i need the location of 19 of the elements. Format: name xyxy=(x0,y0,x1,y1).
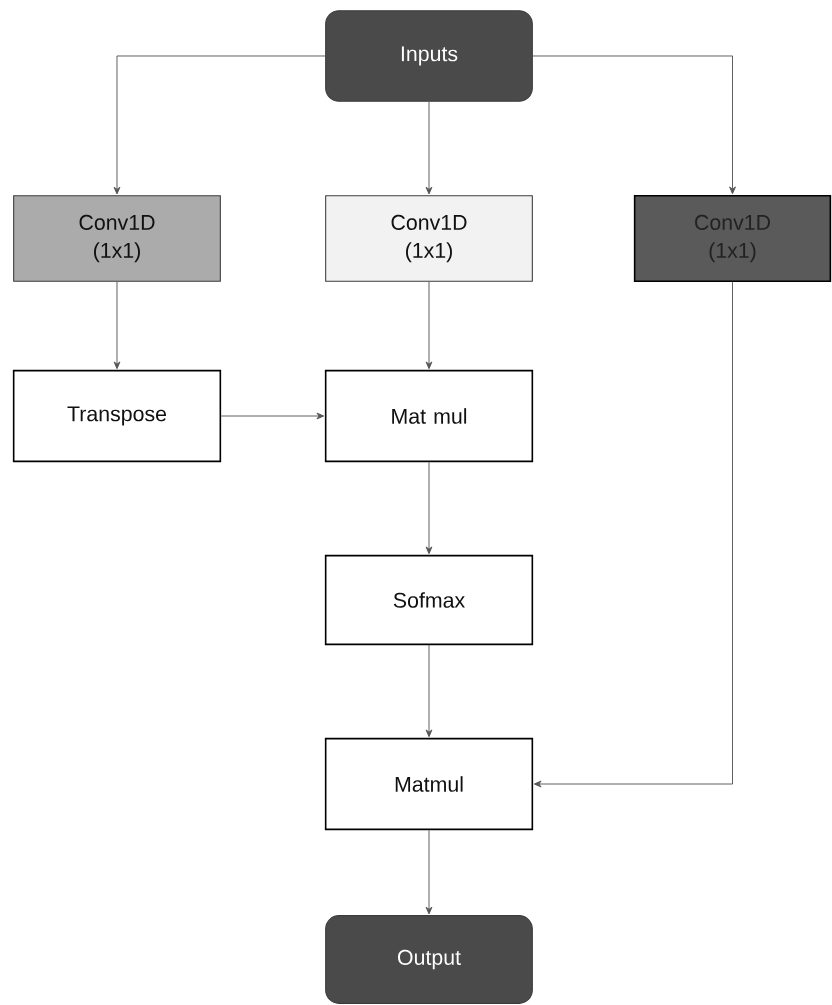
arrow xyxy=(220,412,325,420)
conv-box: Conv1D (1x1) xyxy=(13,195,221,282)
arrow xyxy=(425,101,433,195)
input-box: Inputs xyxy=(325,10,533,102)
process-box: Mat mul xyxy=(324,369,534,463)
process-box: Matmul xyxy=(324,737,534,831)
arrow xyxy=(425,461,433,555)
process-box: Transpose xyxy=(12,369,222,463)
arrow xyxy=(425,644,433,738)
output-box: Output xyxy=(325,915,533,1004)
arrow xyxy=(532,55,736,195)
arrow xyxy=(113,55,326,195)
arrow xyxy=(533,281,733,788)
arrow xyxy=(425,829,433,915)
conv-box: Conv1D (1x1) xyxy=(633,194,832,283)
process-box: Sofmax xyxy=(324,554,534,646)
arrow xyxy=(113,281,121,370)
arrow xyxy=(425,281,433,370)
conv-box: Conv1D (1x1) xyxy=(325,195,533,282)
